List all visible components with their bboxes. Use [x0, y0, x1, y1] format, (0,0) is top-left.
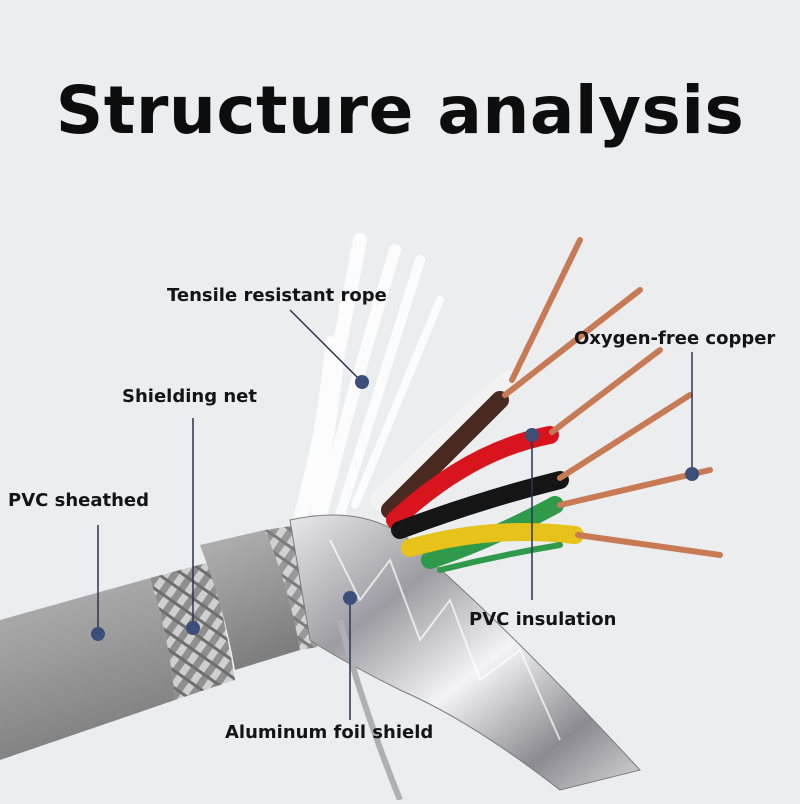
label-tensile-rope: Tensile resistant rope [167, 285, 387, 306]
pvc-sheath [0, 578, 175, 760]
insulated-wires [370, 370, 584, 573]
label-pvc-insulation: PVC insulation [469, 609, 617, 630]
page-title: Structure analysis [55, 72, 745, 149]
dot-tensile-rope [355, 375, 369, 389]
foil-crinkle [329, 539, 561, 741]
wire-yellow [401, 522, 584, 557]
pvc-sheath-ring [200, 530, 300, 670]
label-aluminum-foil-shield: Aluminum foil shield [225, 722, 434, 743]
dot-oxygen-free-copper [685, 467, 699, 481]
wire-white [370, 370, 520, 510]
tensile-rope-fibers [293, 233, 444, 527]
label-oxygen-free-copper: Oxygen-free copper [574, 328, 776, 349]
wire-black [391, 471, 569, 539]
drain-wire [337, 619, 403, 802]
label-shielding-net: Shielding net [122, 386, 257, 407]
copper-conductors [502, 237, 723, 558]
dot-pvc-insulation [525, 428, 539, 442]
pointer-lines [97, 309, 693, 720]
label-pvc-sheathed: PVC sheathed [8, 490, 149, 511]
dot-aluminum-foil [343, 591, 357, 605]
dot-pvc-sheathed [91, 627, 105, 641]
wire-green-stripe [437, 542, 563, 573]
dot-shielding-net [186, 621, 200, 635]
wire-brown [381, 391, 509, 519]
pointer-dots [91, 375, 699, 641]
